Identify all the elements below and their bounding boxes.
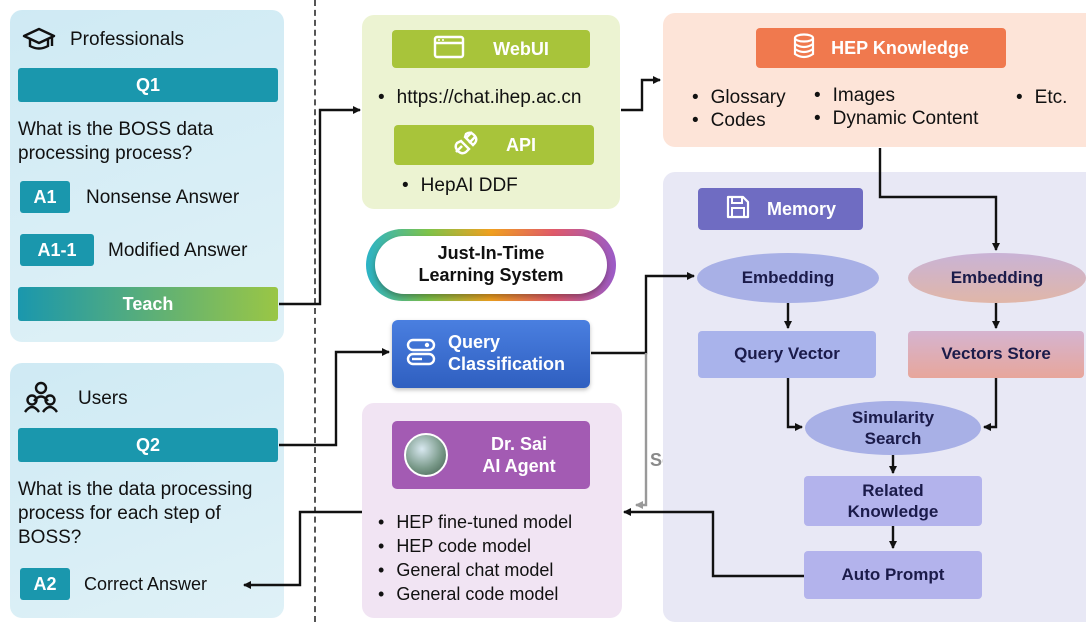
knowledge-title: HEP Knowledge (831, 37, 969, 58)
arrow-vectorstore-to-similarity (983, 378, 998, 431)
api-label-box: API (394, 125, 594, 165)
jit-pill: Just-In-Time Learning System (375, 236, 607, 294)
similarity-search-node: Simularity Search (805, 401, 981, 455)
model-item-3: General chat model (378, 559, 553, 582)
a1-tag: A1 (20, 181, 70, 213)
professionals-title: Professionals (70, 29, 185, 50)
knowledge-item-etc: Etc. (1016, 86, 1068, 110)
users-title: Users (78, 388, 128, 409)
divider-dashed (314, 0, 316, 622)
save-disk-icon (725, 194, 751, 225)
graduation-cap-icon (22, 26, 56, 54)
arrow-model-selection (635, 353, 648, 509)
jit-line1: Just-In-Time (437, 243, 545, 264)
webui-url: https://chat.ihep.ac.cn (378, 86, 582, 110)
webui-label: WebUI (493, 38, 549, 59)
arrow-autoprompt-to-agent (623, 508, 804, 578)
agent-role: AI Agent (482, 456, 556, 476)
qc-line2: Classification (448, 354, 566, 374)
vectors-store-node: Vectors Store (908, 331, 1084, 378)
q2-bar: Q2 (18, 428, 278, 462)
memory-title: Memory (766, 198, 837, 219)
knowledge-item-glossary: Glossary (692, 86, 786, 110)
arrow-webui-to-knowledge (621, 76, 661, 112)
a11-tag: A1-1 (20, 234, 94, 266)
api-label: API (505, 134, 536, 155)
memory-panel (663, 172, 1086, 622)
model-item-1: HEP fine-tuned model (378, 511, 572, 534)
query-vector-node: Query Vector (698, 331, 876, 378)
knowledge-label-box: HEP Knowledge (756, 28, 1006, 68)
database-icon (793, 32, 815, 64)
teach-bar: Teach (18, 287, 278, 321)
query-classification-box: Query Classification (392, 320, 590, 388)
agent-label-box: Dr. Sai AI Agent (392, 421, 590, 489)
a2-text: Correct Answer (84, 574, 208, 594)
a1-text: Nonsense Answer (86, 187, 240, 208)
knowledge-item-codes: Codes (692, 109, 766, 133)
window-icon (433, 35, 465, 64)
q1-bar: Q1 (18, 68, 278, 102)
a11-text: Modified Answer (108, 240, 248, 261)
arrow-queryvector-to-similarity (786, 378, 803, 431)
related-line1: Related (862, 480, 924, 500)
jit-line2: Learning System (418, 265, 564, 285)
model-item-4: General code model (378, 583, 558, 606)
memory-label-box: Memory (698, 188, 863, 230)
embedding-right: Embedding (908, 253, 1086, 303)
knowledge-item-dynamic: Dynamic Content (814, 107, 979, 131)
webui-label-box: WebUI (392, 30, 590, 68)
a2-tag: A2 (20, 568, 70, 600)
qc-line1: Query (448, 332, 501, 353)
arrow-knowledge-to-embedding (878, 148, 1000, 251)
model-item-2: HEP code model (378, 535, 531, 558)
similarity-line1: Simularity (851, 407, 935, 427)
users-icon (24, 381, 58, 413)
agent-avatar (404, 433, 448, 477)
arrow-q2-to-query (279, 348, 390, 447)
auto-prompt-node: Auto Prompt (804, 551, 982, 599)
link-icon (452, 130, 482, 161)
professionals-question: What is the BOSS data processing process… (18, 119, 214, 164)
professionals-panel (10, 10, 284, 342)
related-knowledge-node: Related Knowledge (804, 476, 982, 526)
arrow-query-to-embedding (591, 272, 695, 355)
toggle-settings-icon (406, 337, 436, 372)
related-line2: Knowledge (847, 502, 939, 521)
arrow-teach-to-webui (279, 106, 361, 306)
users-question: What is the data processing process for … (18, 479, 253, 548)
knowledge-item-images: Images (814, 84, 895, 108)
arrow-agent-to-a2 (243, 510, 362, 589)
similarity-line2: Search (864, 429, 922, 448)
api-item: HepAI DDF (402, 174, 518, 198)
embedding-left: Embedding (697, 253, 879, 303)
agent-name: Dr. Sai (490, 433, 548, 454)
